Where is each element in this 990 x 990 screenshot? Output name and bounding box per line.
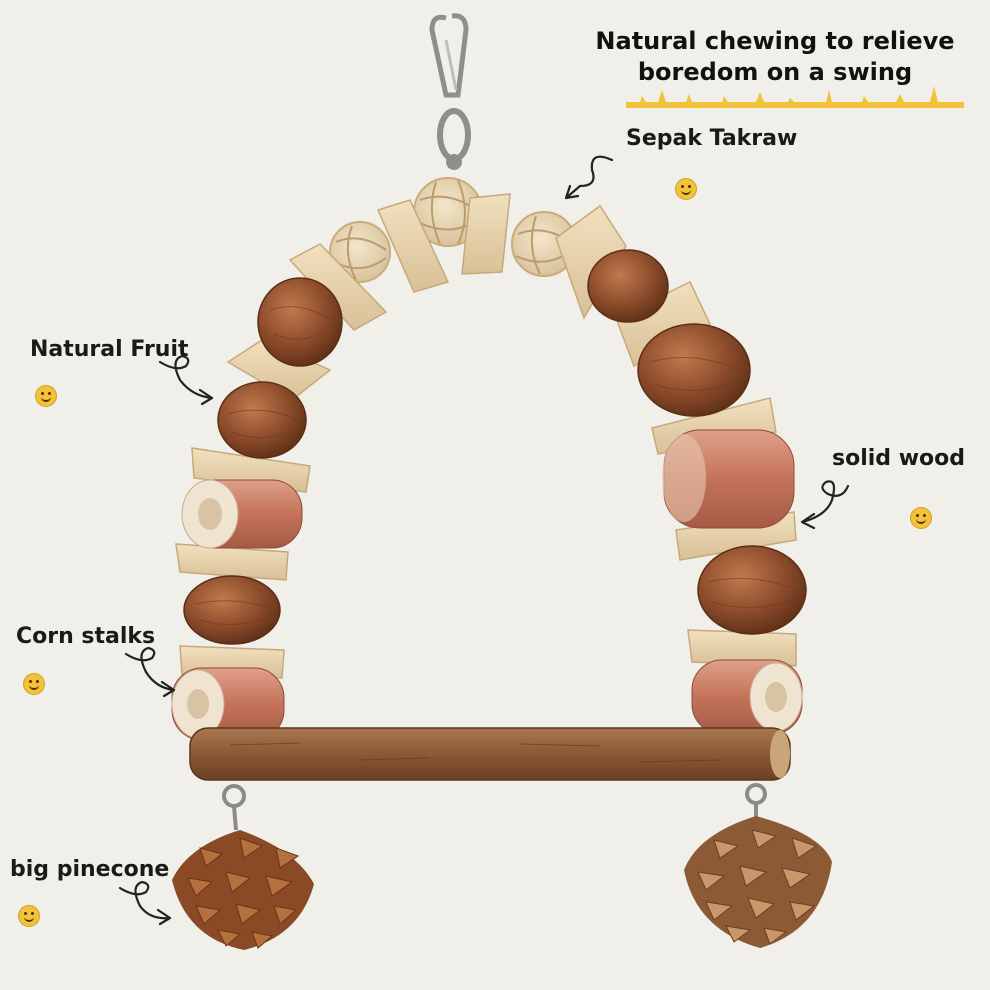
headline: Natural chewing to relieve boredom on a … <box>585 26 965 88</box>
smiley-icon <box>675 178 697 200</box>
label-sepak-takraw: Sepak Takraw <box>626 126 798 151</box>
curly-arrow-icon <box>158 354 214 406</box>
smiley-icon <box>910 507 932 529</box>
headline-line-1: Natural chewing to relieve <box>595 27 955 55</box>
curly-arrow-icon <box>118 880 172 926</box>
pinecone-left <box>172 830 314 950</box>
curly-arrow-icon <box>800 480 850 530</box>
corn-stalks <box>171 429 803 741</box>
rattan-balls <box>329 177 577 283</box>
snap-hook-icon <box>429 13 471 170</box>
screw-eyes <box>222 783 767 831</box>
smiley-icon <box>18 905 40 927</box>
label-natural-fruit: Natural Fruit <box>30 337 189 362</box>
natural-fruit-nuts <box>183 249 807 645</box>
pinecone-right <box>684 816 832 948</box>
label-big-pinecone: big pinecone <box>10 857 170 882</box>
curly-arrow-icon <box>564 155 614 200</box>
curly-arrow-icon <box>124 646 176 698</box>
headline-underline <box>626 86 964 108</box>
label-solid-wood: solid wood <box>832 446 965 471</box>
label-corn-stalks: Corn stalks <box>16 624 156 649</box>
smiley-icon <box>23 673 45 695</box>
headline-line-2: boredom on a swing <box>637 58 913 86</box>
smiley-icon <box>35 385 57 407</box>
wooden-perch <box>189 727 791 781</box>
